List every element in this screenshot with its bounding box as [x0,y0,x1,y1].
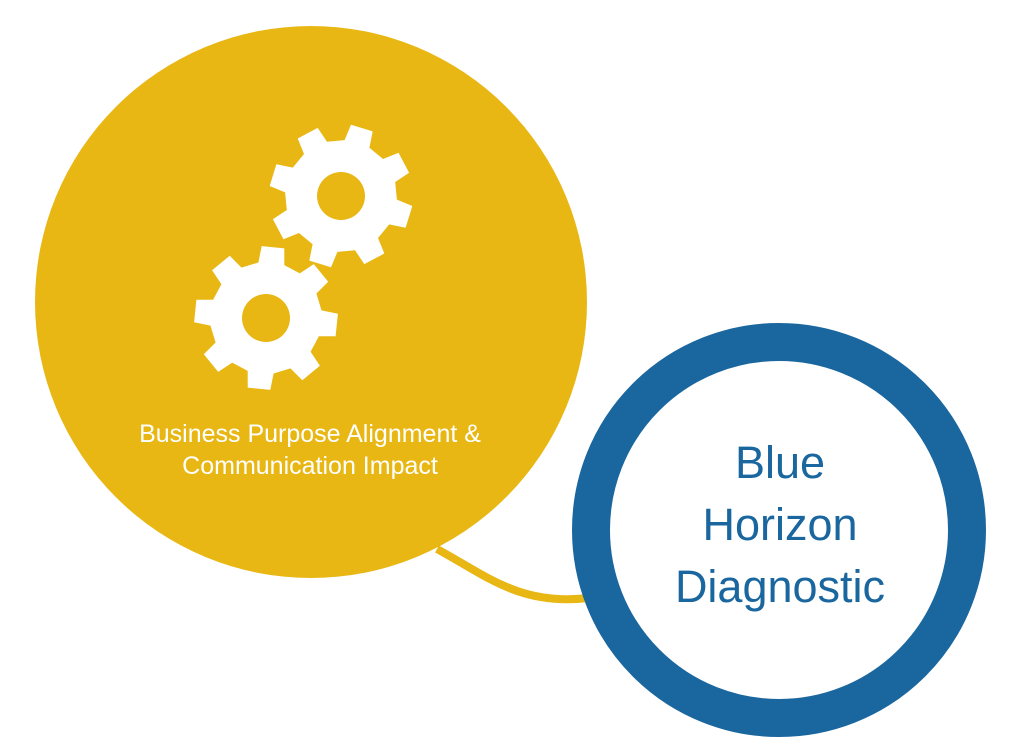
connector-line [435,545,589,604]
blue-circle-label: Blue Horizon Diagnostic [630,432,930,618]
yellow-label-line2: Communication Impact [182,452,438,480]
blue-label-line1: Blue [734,437,826,488]
blue-label-line2: Horizon [702,499,858,550]
blue-label-line3: Diagnostic [674,561,886,612]
gear-hole [317,172,365,220]
blue-ring [572,323,986,737]
gears-icon [194,124,413,390]
yellow-label-line1: Business Purpose Alignment & [139,420,481,448]
yellow-circle-label: Business Purpose Alignment & Communicati… [80,418,540,482]
gear-hole [242,294,290,342]
